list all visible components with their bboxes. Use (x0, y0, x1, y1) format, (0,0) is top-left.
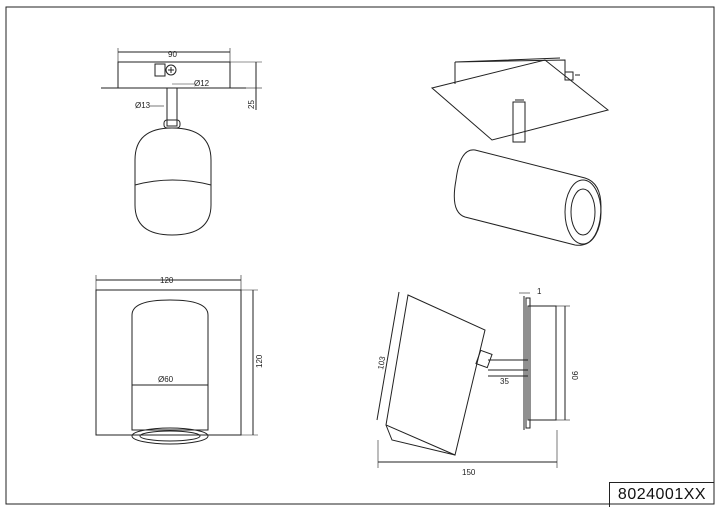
front-width-label: 90 (168, 50, 177, 59)
front-stem (166, 87, 178, 127)
perspective-stem (512, 101, 526, 143)
bottom-lamp-body (131, 299, 209, 431)
bottom-width-label: 120 (160, 276, 174, 285)
side-total-label: 150 (462, 468, 476, 477)
side-height-label: 90 (570, 371, 579, 380)
side-lamp-body (385, 294, 486, 456)
front-knob (163, 119, 181, 129)
front-clip (154, 63, 166, 77)
perspective-view (430, 57, 610, 246)
bottom-height-label: 120 (255, 354, 264, 368)
part-number-box: 8024001XX (609, 482, 714, 507)
perspective-lamp-opening (564, 179, 602, 245)
side-view (376, 291, 570, 468)
sheet-frame (5, 6, 715, 505)
bottom-view (95, 275, 258, 445)
side-length-label: 103 (376, 355, 387, 370)
side-plate-label: 1 (537, 287, 542, 296)
side-base-box (527, 305, 557, 421)
front-lamp-cylinder (134, 127, 212, 236)
side-arm-label: 35 (500, 377, 509, 386)
side-length-dimension (376, 291, 400, 421)
perspective-lamp-body (453, 149, 602, 246)
front-height-label: 25 (247, 100, 256, 109)
front-screw-icon (165, 64, 177, 76)
front-stem-label: Ø12 (194, 79, 210, 88)
front-knob-label: Ø13 (135, 101, 151, 110)
bottom-plate (95, 289, 242, 436)
bottom-diameter-label: Ø60 (158, 375, 174, 384)
perspective-plate (430, 59, 610, 141)
front-view (101, 48, 262, 236)
